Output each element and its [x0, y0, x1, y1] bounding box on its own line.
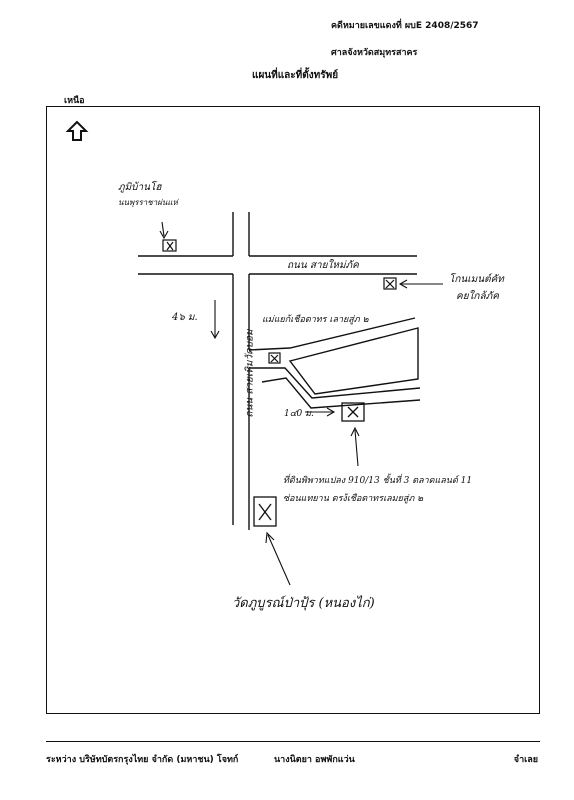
label-top-left-landmark: ภูมิบ้านโฮ	[118, 182, 162, 193]
footer-role: จำเลย	[513, 755, 538, 765]
temple-marker-icon	[253, 496, 277, 527]
soi-road	[248, 317, 421, 409]
vertical-road	[232, 212, 250, 530]
footer-parties: ระหว่าง บริษัทบัตรกรุงไทย จำกัด (มหาชน) …	[46, 755, 239, 765]
label-right-landmark-sub: คยใกล้ภัค	[456, 291, 499, 302]
page-title: แผนที่และที่ตั้งทรัพย์	[252, 70, 339, 81]
label-distance-top: 4๖ ม.	[172, 312, 198, 323]
north-label: เหนือ	[64, 96, 85, 106]
property-marker-icon	[341, 402, 365, 422]
footer-divider	[46, 741, 540, 742]
label-road-vertical: ถนน สายเทิมวัดบอม	[244, 329, 256, 418]
horizontal-road	[138, 255, 417, 275]
label-junction: แม่แยก้เชือตาทร เลายสู่ภ ๒	[262, 315, 369, 325]
label-temple: วัดภูบูรณ์ป่าปุ้ร (หนองไก่)	[232, 596, 375, 611]
label-distance-mid: 1๔0 ม.	[284, 409, 314, 419]
label-property-line1: ที่ดินพิพาทแปลง 910/13 ชั้นที่ 3 ตลาดแลน…	[283, 476, 473, 486]
footer-defendant: นางนิตยา อพพักแว่น	[274, 755, 355, 765]
label-top-left-sub: นนพุรราชาผ่นแห่	[118, 198, 178, 207]
building-marker-icon	[162, 239, 397, 364]
north-arrow-icon	[65, 120, 89, 141]
distance-arrows	[159, 221, 443, 586]
court-name: ศาลจังหวัดสมุทรสาคร	[331, 48, 418, 58]
case-number: คดีหมายเลขแดงที่ ผบE 2408/2567	[331, 21, 479, 31]
label-property-line2: ซ่อนแทยาน ตรง้เชือตาทรเลมยสู่ภ ๒	[283, 494, 424, 504]
label-right-landmark: โกนเมนต์คัท	[449, 274, 504, 285]
label-road-horizontal: ถนน สายใหม่ภัค	[287, 260, 359, 271]
map-frame	[46, 106, 540, 714]
